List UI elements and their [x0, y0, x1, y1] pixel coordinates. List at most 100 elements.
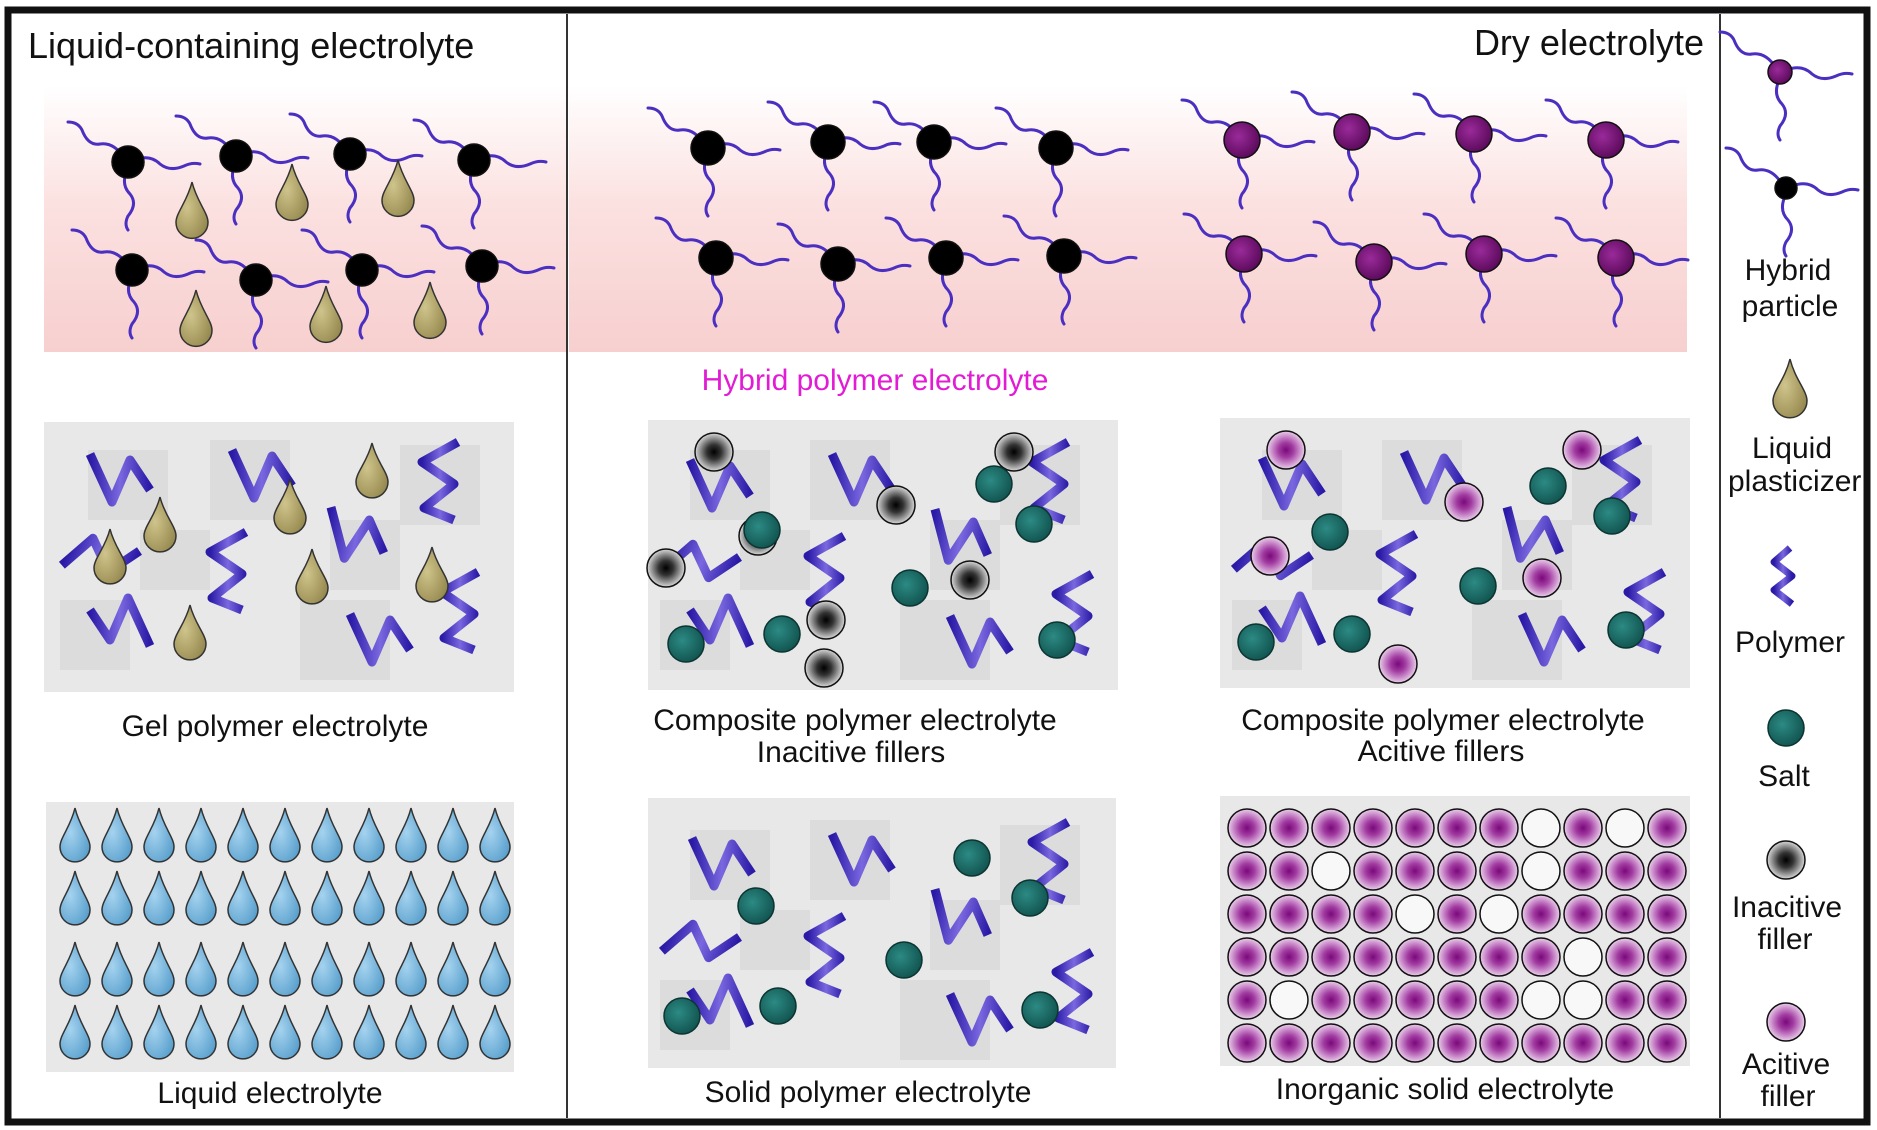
active-filler: [1479, 1023, 1519, 1063]
active-filler: [1269, 937, 1309, 977]
active-filler: [1353, 851, 1393, 891]
hybrid-core: [1046, 238, 1082, 274]
liquid-drop: [185, 807, 217, 863]
hybrid-core: [690, 130, 726, 166]
active-filler: [1269, 808, 1309, 848]
liquid-drop: [395, 941, 427, 997]
active-filler: [1521, 937, 1561, 977]
liquid-drop: [353, 1004, 385, 1060]
salt-ion: [1237, 623, 1275, 661]
liquid-drop: [227, 1004, 259, 1060]
composite-active-caption-1: Composite polymer electrolyte: [1241, 704, 1645, 737]
hybrid-polymer-tail: [1378, 256, 1448, 271]
hybrid-polymer-tail: [766, 100, 826, 140]
liquid-drop: [59, 870, 91, 926]
liquid-drop: [437, 1004, 469, 1060]
hybrid-polymer-tail: [1412, 92, 1472, 132]
hybrid-particle: [766, 100, 902, 212]
active-filler: [1395, 1023, 1435, 1063]
composite-inactive-caption-1: Composite polymer electrolyte: [653, 704, 1057, 737]
active-filler: [1250, 536, 1290, 576]
hybrid-polymer-tail: [1002, 214, 1062, 254]
hybrid-particle: [420, 224, 556, 336]
hybrid-polymer-tail: [833, 268, 845, 334]
polymer-strand: [326, 506, 388, 563]
liquid-drop: [353, 807, 385, 863]
active-filler: [1647, 1023, 1687, 1063]
plasticizer-drop: [309, 285, 343, 344]
polymer-strand: [1502, 506, 1564, 563]
liquid-drop: [143, 1004, 175, 1060]
hybrid-polymer-tail: [1790, 182, 1860, 197]
dry-section-heading: Dry electrolyte: [1474, 22, 1704, 63]
hybrid-core: [111, 145, 145, 179]
hybrid-polymer-tail: [1610, 134, 1680, 149]
active-filler: [1647, 851, 1687, 891]
liquid-drop: [59, 807, 91, 863]
polymer-strand: [827, 832, 896, 887]
hybrid-polymer-tail: [703, 152, 715, 218]
salt-ion: [1011, 879, 1049, 917]
liquid-drop: [185, 1004, 217, 1060]
hybrid-polymer-tail: [136, 264, 206, 279]
polymer-strand: [85, 452, 154, 507]
polymer-strand: [1258, 591, 1327, 646]
hybrid-particle: [1412, 92, 1548, 204]
active-filler: [1437, 894, 1477, 934]
liquid-drop: [227, 870, 259, 926]
inactive-filler: [804, 648, 844, 688]
plasticizer-drop: [381, 159, 415, 218]
legend-hybrid-line2: particle: [1742, 290, 1839, 323]
plasticizer-drop: [179, 289, 213, 348]
active-filler: [1479, 851, 1519, 891]
inactive-filler: [694, 432, 734, 472]
hybrid-particle: [1544, 98, 1680, 210]
polymer-shadow: [810, 820, 890, 900]
inactive-filler: [876, 485, 916, 525]
hybrid-polymer-tail: [1180, 98, 1240, 138]
hybrid-particle: [1180, 98, 1316, 210]
polymer-strand: [685, 458, 754, 513]
plasticizer-drop: [173, 604, 207, 661]
plasticizer-drop: [413, 281, 447, 340]
hybrid-polymer-tail: [1182, 212, 1242, 252]
polymer-strand: [658, 919, 742, 963]
liquid-drop: [311, 941, 343, 997]
active-filler: [1395, 937, 1435, 977]
salt-ion: [743, 511, 781, 549]
liquid-drop: [479, 1004, 511, 1060]
liquid-drop: [353, 870, 385, 926]
legend-active-line1: Acitive: [1742, 1048, 1830, 1081]
hybrid-polymer-tail: [1068, 250, 1138, 265]
active-filler: [1605, 894, 1645, 934]
liquid-drop: [479, 807, 511, 863]
vacancy-site: [1311, 851, 1351, 891]
hybrid-core: [465, 249, 499, 283]
hybrid-core: [1774, 176, 1798, 200]
polymer-shadow: [1472, 600, 1562, 680]
hybrid-polymer-tail: [366, 264, 436, 279]
plasticizer-drop: [143, 496, 177, 553]
liquid-drop: [269, 1004, 301, 1060]
hybrid-polymer-tail: [1290, 90, 1350, 130]
hybrid-polymer-tail: [994, 106, 1054, 146]
hybrid-polymer-tail: [420, 224, 480, 264]
polymer-strand: [686, 593, 755, 648]
active-filler: [1647, 894, 1687, 934]
hybrid-polymer-tail: [194, 238, 254, 278]
hybrid-core: [1767, 59, 1793, 85]
active-filler: [1605, 851, 1645, 891]
active-filler: [1521, 1023, 1561, 1063]
active-filler: [1647, 937, 1687, 977]
active-filler: [1647, 808, 1687, 848]
polymer-strand: [227, 448, 296, 503]
active-filler: [1479, 808, 1519, 848]
active-filler: [1227, 894, 1267, 934]
hybrid-particle: [70, 228, 206, 340]
inorganic-caption: Inorganic solid electrolyte: [1276, 1073, 1615, 1106]
hybrid-core: [1355, 243, 1393, 281]
hybrid-particle: [1312, 220, 1448, 332]
hybrid-polymer-tail: [1781, 192, 1793, 258]
hybrid-polymer-tail: [1784, 66, 1854, 81]
plasticizer-drop: [295, 548, 329, 605]
